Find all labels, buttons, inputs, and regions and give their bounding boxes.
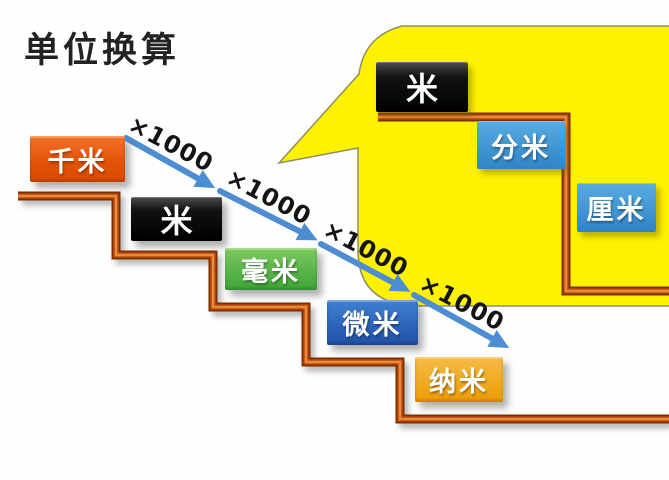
conversion-arrow-2 bbox=[217, 188, 318, 241]
unit-label-decimeter: 分米 bbox=[491, 132, 551, 164]
unit-box-nanometer: 纳米 bbox=[415, 357, 503, 402]
conversion-arrow-3 bbox=[318, 241, 411, 292]
unit-label-meter: 米 bbox=[160, 202, 193, 240]
main-staircase-line-highlight bbox=[18, 195, 669, 420]
page-title: 单位换算 bbox=[24, 31, 181, 71]
unit-label-centimeter: 厘米 bbox=[586, 195, 647, 226]
unit-box-micrometer: 微米 bbox=[327, 300, 418, 345]
unit-box-callout-meter: 米 bbox=[376, 62, 468, 112]
unit-box-meter: 米 bbox=[131, 197, 222, 241]
unit-box-kilometer: 千米 bbox=[30, 136, 125, 182]
unit-label-nanometer: 纳米 bbox=[429, 367, 489, 398]
unit-box-millimeter: 毫米 bbox=[225, 248, 317, 290]
unit-label-callout-meter: 米 bbox=[405, 70, 438, 108]
conversion-arrow-1 bbox=[123, 135, 216, 189]
unit-box-centimeter: 厘米 bbox=[577, 183, 656, 232]
speech-bubble bbox=[276, 25, 669, 307]
unit-box-decimeter: 分米 bbox=[477, 121, 565, 169]
callout-staircase-line-highlight bbox=[378, 116, 669, 292]
unit-label-micrometer: 微米 bbox=[342, 310, 403, 341]
unit-label-kilometer: 千米 bbox=[47, 146, 108, 178]
unit-label-millimeter: 毫米 bbox=[241, 256, 301, 288]
conversion-arrow-4 bbox=[411, 292, 510, 349]
